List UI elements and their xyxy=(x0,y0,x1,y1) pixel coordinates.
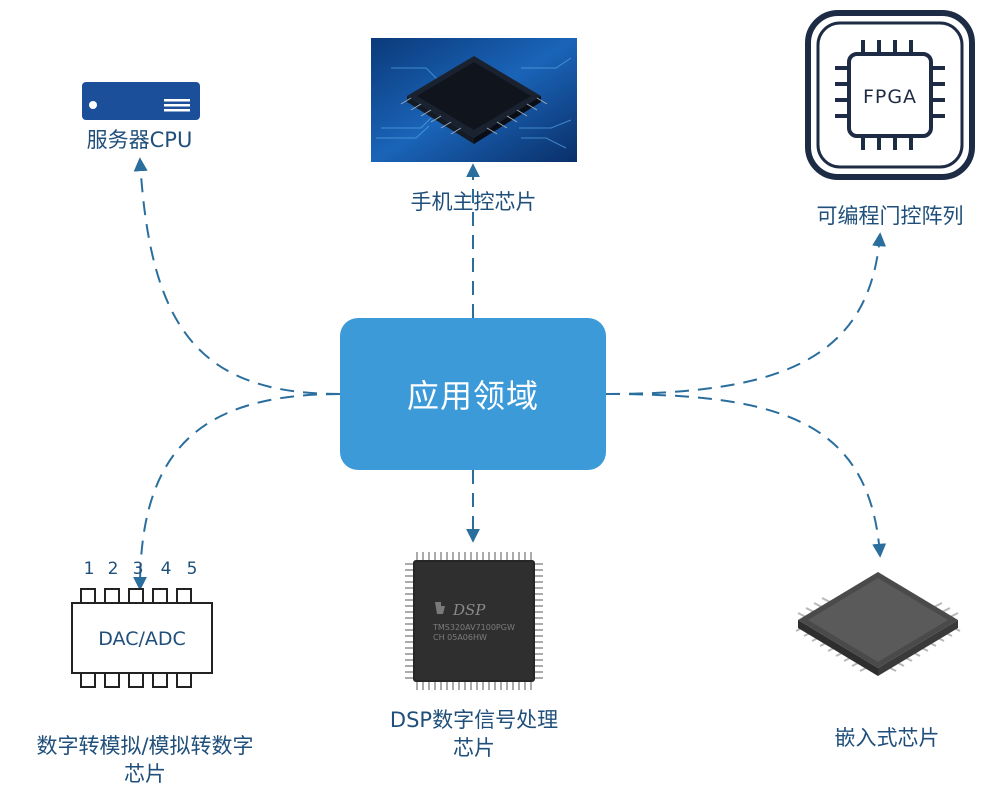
pin-label: 3 xyxy=(133,559,144,579)
dsp-label-line1: DSP数字信号处理 xyxy=(389,708,559,732)
fpga-chip-icon: FPGA xyxy=(805,10,975,180)
phone-chip-image xyxy=(371,38,577,162)
link-to-server xyxy=(133,157,341,395)
embedded-chip-image xyxy=(795,572,961,676)
server-cpu-label: 服务器CPU xyxy=(86,128,193,152)
pin-label: 2 xyxy=(108,559,119,579)
dac-adc-label-line2: 芯片 xyxy=(124,762,166,786)
phone-chip-label: 手机主控芯片 xyxy=(410,190,537,214)
dsp-chip-line2: CH 05A06HW xyxy=(433,633,487,642)
dac-adc-chip-diagram: 1 2 3 4 5 10 9 8 7 6 DAC/ADC xyxy=(71,559,213,688)
pin-label: 5 xyxy=(187,559,198,579)
fpga-chip-text: FPGA xyxy=(863,86,917,108)
dsp-label-line2: 芯片 xyxy=(453,736,495,760)
hub-node: 应用领域 xyxy=(340,318,606,470)
dac-adc-label: 数字转模拟/模拟转数字 芯片 xyxy=(10,732,280,788)
embedded-chip-label: 嵌入式芯片 xyxy=(834,726,940,750)
link-to-embedded xyxy=(605,393,887,558)
link-to-adc xyxy=(133,393,341,591)
pin-label: 4 xyxy=(161,559,172,579)
fpga-label: 可编程门控阵列 xyxy=(816,204,964,228)
pin-label: 1 xyxy=(84,559,95,579)
dsp-label: DSP数字信号处理 芯片 xyxy=(378,706,570,762)
server-icon xyxy=(82,82,200,120)
hub-label: 应用领域 xyxy=(406,377,539,415)
dsp-chip-line1: TMS320AV7100PGW xyxy=(432,623,515,632)
dac-adc-label-line1: 数字转模拟/模拟转数字 xyxy=(36,734,254,758)
dac-adc-chip-text: DAC/ADC xyxy=(98,628,186,650)
dsp-chip-logo: DSP xyxy=(452,601,486,619)
link-to-fpga xyxy=(605,232,887,395)
dsp-chip-image: DSP TMS320AV7100PGW CH 05A06HW xyxy=(405,552,543,690)
